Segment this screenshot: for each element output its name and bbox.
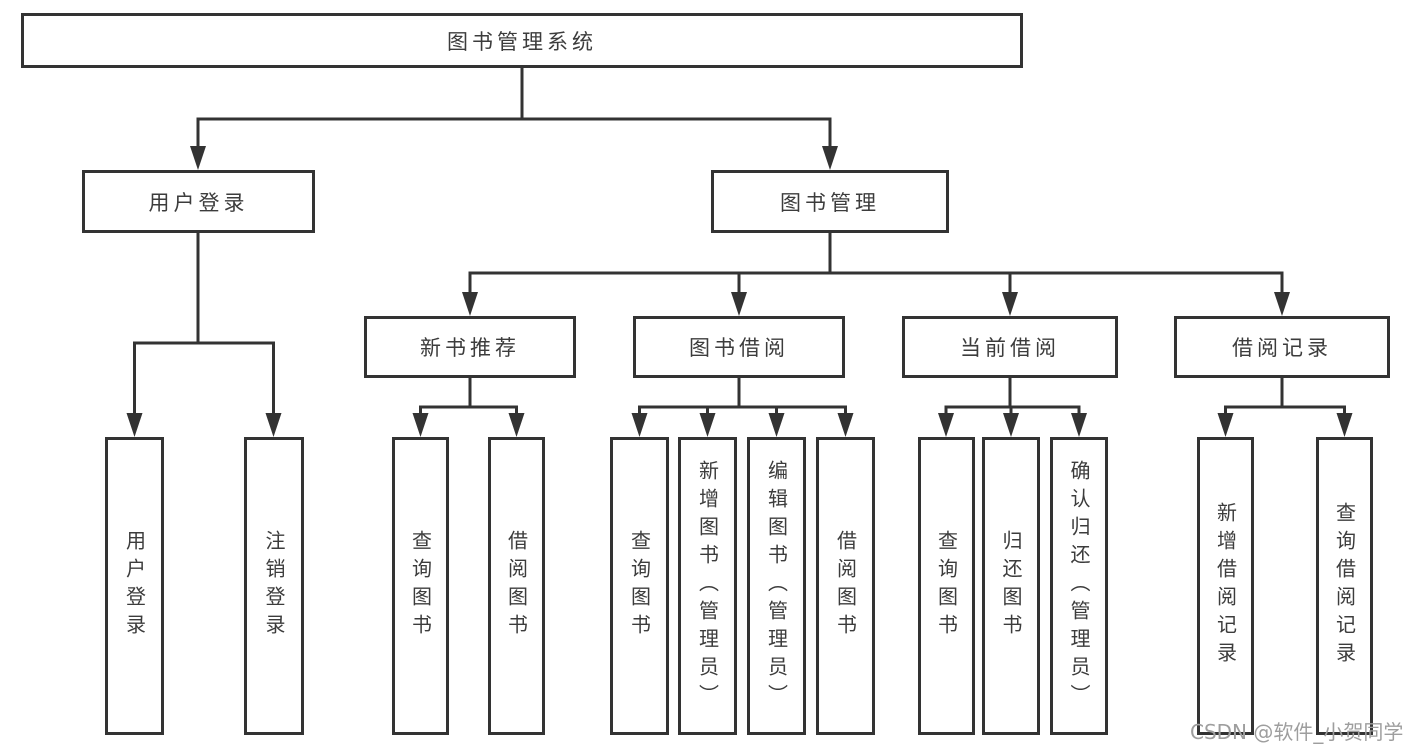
leaf-label: 查询图书 [934, 530, 959, 642]
connector-edges [133, 66, 1346, 416]
leaf-label: 查询借阅记录 [1332, 502, 1357, 670]
node-library-management-system: 图书管理系统 [21, 13, 1023, 68]
leaf-label: 借阅图书 [833, 530, 858, 642]
leaf-query-books-recommend: 查询图书 [392, 437, 449, 735]
leaf-label: 用户登录 [122, 530, 147, 642]
leaf-add-books-admin: 新增图书（管理员） [678, 437, 737, 735]
arrow-down-icons [126, 146, 1353, 437]
leaf-user-login: 用户登录 [105, 437, 164, 735]
node-book-management: 图书管理 [711, 170, 949, 233]
leaf-edit-books-admin: 编辑图书（管理员） [747, 437, 806, 735]
leaf-label: 新增图书（管理员） [695, 460, 720, 712]
leaf-label: 借阅图书 [504, 530, 529, 642]
leaf-borrow-books-recommend: 借阅图书 [488, 437, 545, 735]
node-book-borrow: 图书借阅 [633, 316, 845, 378]
leaf-label: 新增借阅记录 [1213, 502, 1238, 670]
leaf-query-books-borrow: 查询图书 [610, 437, 669, 735]
leaf-label: 查询图书 [408, 530, 433, 642]
leaf-confirm-return-admin: 确认归还（管理员） [1050, 437, 1108, 735]
node-new-book-recommend: 新书推荐 [364, 316, 576, 378]
leaf-logout: 注销登录 [244, 437, 304, 735]
leaf-query-books-current: 查询图书 [918, 437, 975, 735]
node-user-login: 用户登录 [82, 170, 315, 233]
csdn-watermark: CSDN @软件_小贺同学 [1190, 720, 1404, 744]
node-borrow-records: 借阅记录 [1174, 316, 1390, 378]
node-current-borrow: 当前借阅 [902, 316, 1118, 378]
leaf-query-borrow-record: 查询借阅记录 [1316, 437, 1373, 735]
leaf-add-borrow-record: 新增借阅记录 [1197, 437, 1254, 735]
leaf-label: 查询图书 [627, 530, 652, 642]
leaf-label: 确认归还（管理员） [1067, 460, 1091, 712]
leaf-return-books: 归还图书 [982, 437, 1040, 735]
leaf-label: 归还图书 [999, 530, 1023, 642]
leaf-label: 编辑图书（管理员） [764, 460, 789, 712]
leaf-borrow-books: 借阅图书 [816, 437, 875, 735]
leaf-label: 注销登录 [262, 530, 286, 642]
